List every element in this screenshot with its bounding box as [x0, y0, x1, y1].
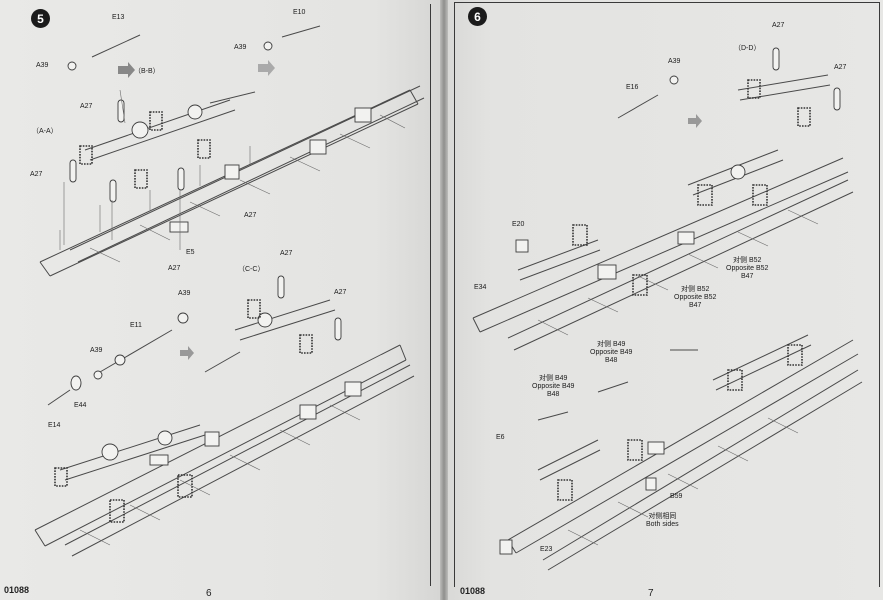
label-opposite-b49: Opposite B49 [590, 349, 633, 356]
lower-driveshafts [47, 312, 241, 406]
right-page: 6 A39 E16 （D-D） A27 A27 E20 E34 对侧 B52 O… [448, 0, 883, 600]
callout-b52-lower: 对侧 B52 Opposite B52 B47 [674, 286, 716, 310]
lower-axle-assembly [54, 275, 342, 523]
step-5-chassis-drawings [34, 25, 425, 557]
lower-axles [499, 334, 812, 555]
step-number: 5 [37, 11, 44, 26]
view-label-bb: （B-B） [134, 68, 160, 75]
upper-rear-axles [687, 47, 841, 206]
label-opposite-cn: 对侧 B49 [597, 341, 626, 348]
upper-chassis-frame [39, 85, 425, 277]
catalog-code: 01088 [4, 585, 30, 595]
part-label-b48: B48 [604, 357, 618, 364]
callout-b49-lower: 对侧 B49 Opposite B49 B48 [532, 375, 574, 399]
view-label-aa: （A-A） [32, 128, 58, 135]
part-label-a27: A27 [244, 212, 257, 219]
left-page-frame [10, 4, 431, 586]
upper-chassis-frame-right [472, 157, 854, 351]
step-6-chassis-drawings [472, 47, 863, 571]
part-label-a39: A39 [90, 347, 103, 354]
part-label-e16: E16 [626, 84, 639, 91]
label-opposite-b49: Opposite B49 [532, 383, 575, 390]
catalog-code: 01088 [460, 586, 486, 596]
callout-both-sides: 对侧相同 Both sides [646, 513, 679, 529]
arrow-indicator [688, 114, 702, 128]
part-label-e14: E14 [48, 422, 61, 429]
part-label-a39: A39 [178, 290, 191, 297]
part-label-b47: B47 [740, 273, 754, 280]
label-opposite-cn: 对侧 B52 [733, 257, 762, 264]
callout-b52-upper: 对侧 B52 Opposite B52 B47 [726, 257, 768, 281]
part-label-a27: A27 [334, 289, 347, 296]
label-opposite-b52: Opposite B52 [726, 265, 769, 272]
part-label-a27: A27 [168, 265, 181, 272]
part-label-e11: E11 [130, 322, 142, 329]
label-opposite-cn: 对侧 B52 [681, 286, 710, 293]
part-label-a27: A27 [30, 171, 43, 178]
part-label-a39: A39 [234, 44, 247, 51]
part-label-e13: E13 [112, 14, 125, 21]
lower-chassis-frame [34, 344, 415, 557]
step-number: 6 [474, 9, 481, 24]
part-label-a27: A27 [772, 22, 785, 29]
part-label-e23: E23 [540, 546, 553, 553]
part-label-e10: E10 [293, 9, 306, 16]
upper-driveshafts [67, 25, 321, 104]
step-5-badge: 5 [31, 9, 50, 28]
arrow-indicators-left [118, 60, 275, 360]
part-label-b47: B47 [688, 302, 702, 309]
label-both-sides: Both sides [646, 521, 679, 528]
part-label-a39: A39 [36, 62, 49, 69]
part-label-e6: E6 [496, 434, 505, 441]
view-label-dd: （D-D） [734, 45, 761, 52]
part-label-a27: A27 [834, 64, 847, 71]
part-label-e20: E20 [512, 221, 525, 228]
part-label-b48: B48 [546, 391, 560, 398]
right-page-frame [454, 2, 880, 587]
book-gutter [440, 0, 448, 600]
part-label-e44: E44 [74, 402, 87, 409]
label-opposite-b52: Opposite B52 [674, 294, 717, 301]
upper-front-axle [515, 75, 679, 296]
upper-axle-assembly [63, 89, 236, 250]
label-both-sides-cn: 对侧相同 [648, 513, 677, 520]
page-number: 6 [206, 588, 212, 599]
view-label-cc: （C-C） [238, 266, 265, 273]
part-label-e5: E5 [186, 249, 195, 256]
part-label-a39: A39 [668, 58, 681, 65]
callout-b49-upper: 对侧 B49 Opposite B49 B48 [590, 341, 632, 365]
part-label-b59: B59 [670, 493, 683, 500]
step-6-badge: 6 [468, 7, 487, 26]
part-label-a27: A27 [80, 103, 93, 110]
page-number: 7 [648, 588, 654, 599]
left-page: 5 E13 A39 E10 A39 （B-B） A27 （A-A） A27 A2… [0, 0, 440, 600]
label-opposite-cn: 对侧 B49 [539, 375, 568, 382]
part-label-a27: A27 [280, 250, 293, 257]
part-label-e34: E34 [474, 284, 487, 291]
